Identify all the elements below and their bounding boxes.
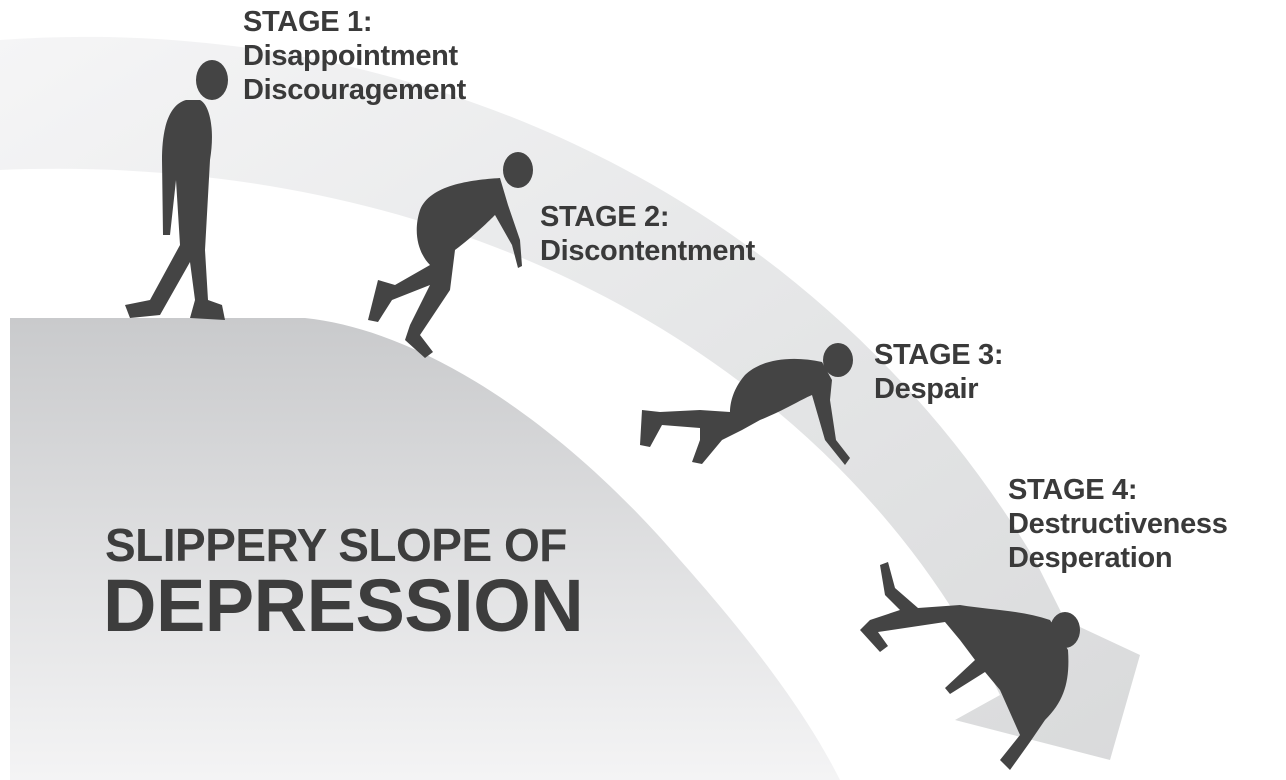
diagram-title-line-1: SLIPPERY SLOPE OF xyxy=(105,519,567,571)
stage-2-line-1: Discontentment xyxy=(540,235,755,267)
stage-1-heading: STAGE 1: xyxy=(243,6,373,38)
stage-4-heading: STAGE 4: xyxy=(1008,474,1138,506)
stage-4-line-2: Desperation xyxy=(1008,542,1173,574)
hill xyxy=(10,318,840,780)
figure-stumbling-icon xyxy=(368,152,533,358)
stage-1-label: STAGE 1: Disappointment Discouragement xyxy=(243,5,466,107)
stage-2-label: STAGE 2: Discontentment xyxy=(540,200,755,268)
stage-1-line-2: Discouragement xyxy=(243,74,467,106)
stage-3-heading: STAGE 3: xyxy=(874,339,1004,371)
diagram-title-line-2: DEPRESSION xyxy=(103,564,584,647)
stage-3-line-1: Despair xyxy=(874,373,979,405)
figure-falling-icon xyxy=(860,562,1080,770)
stage-4-line-1: Destructiveness xyxy=(1008,508,1228,540)
stage-4-label: STAGE 4: Destructiveness Desperation xyxy=(1008,473,1228,575)
stage-3-label: STAGE 3: Despair xyxy=(874,338,1004,406)
stage-2-heading: STAGE 2: xyxy=(540,201,670,233)
stage-1-line-1: Disappointment xyxy=(243,40,458,72)
figure-standing-icon xyxy=(125,60,228,320)
figure-crawling-icon xyxy=(640,343,853,465)
